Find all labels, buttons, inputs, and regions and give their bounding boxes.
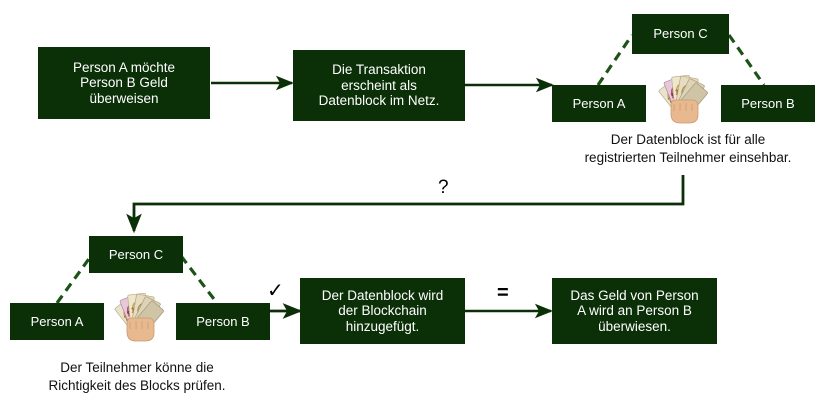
dashed-link-top-c-to-b [727, 34, 766, 86]
money-icon-bottom: 200 500 100 [110, 291, 170, 345]
box-bottom-person-c[interactable]: Person C [89, 236, 183, 273]
box-step4[interactable]: Das Geld von Person A wird an Person B ü… [552, 278, 717, 344]
caption-top: Der Datenblock ist für alle registrierte… [584, 132, 792, 165]
dashed-link-bottom-c-to-b [179, 255, 219, 304]
box-step3[interactable]: Der Datenblock wird der Blockchain hinzu… [300, 278, 465, 344]
dashed-link-top-a-to-c [596, 34, 634, 86]
check-mark-icon: ✓ [267, 278, 284, 302]
equals-sign-label: = [497, 282, 509, 304]
caption-bottom: Der Teilnehmer könne die Richtigkeit des… [48, 360, 226, 393]
money-icon-top: 200 500 100 [654, 73, 714, 127]
box-top-person-c[interactable]: Person C [632, 14, 729, 54]
question-mark-label: ? [438, 177, 449, 198]
arrow-network-to-verification [126, 175, 685, 234]
box-bottom-person-b[interactable]: Person B [176, 303, 270, 340]
box-bottom-person-a[interactable]: Person A [10, 303, 104, 340]
box-top-person-b[interactable]: Person B [721, 85, 815, 122]
box-step2[interactable]: Die Transaktion erscheint als Datenblock… [293, 50, 465, 121]
dashed-link-bottom-a-to-c [55, 255, 93, 304]
box-step1[interactable]: Person A möchte Person B Geld überweisen [38, 47, 210, 119]
box-top-person-a[interactable]: Person A [552, 85, 646, 122]
